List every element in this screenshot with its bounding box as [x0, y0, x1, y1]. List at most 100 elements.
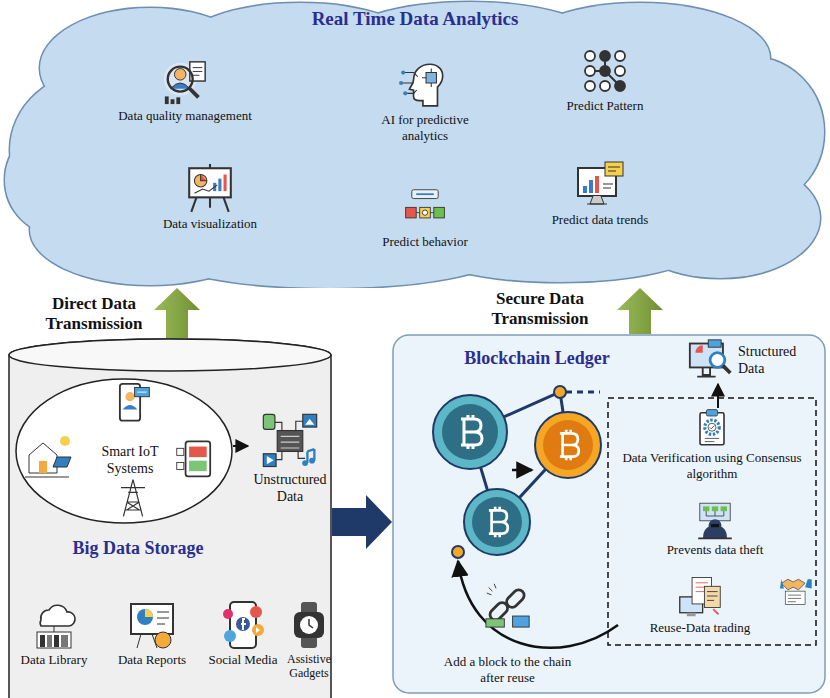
drawing-part — [53, 457, 71, 467]
drawing-part — [256, 627, 260, 633]
drawing-part — [452, 546, 464, 558]
drawing-part — [706, 410, 717, 416]
drawing-part — [40, 635, 45, 647]
drawing-part — [186, 441, 211, 476]
drawing-part — [40, 605, 75, 626]
drawing-part — [267, 456, 274, 464]
drawing-part — [605, 162, 623, 176]
drawing-part — [165, 96, 169, 104]
drawing-part — [543, 420, 593, 470]
ledger-step: Data Verification using Consensus algori… — [614, 408, 810, 481]
node-label: AI for predictive analytics — [365, 112, 485, 143]
drawing-part — [193, 68, 203, 76]
drawing-part — [409, 64, 442, 106]
drawing-part — [399, 81, 403, 85]
struct-icon — [688, 338, 734, 384]
drawing-part — [137, 392, 146, 393]
analytics-item: Data visualization — [135, 162, 285, 232]
drawing-part — [504, 588, 526, 610]
drawing-part — [788, 595, 801, 602]
drawing-part — [307, 449, 314, 463]
dashed-group-box — [608, 398, 816, 645]
node-label: Social Media — [209, 652, 278, 668]
node-label: Prevents data theft — [667, 542, 764, 558]
rep-icon — [127, 600, 177, 650]
node-label: Reuse-Data trading — [650, 620, 751, 636]
drawing-part — [589, 180, 593, 193]
drawing-part — [583, 186, 587, 193]
cloud-region: Real Time Data AnalyticsData quality man… — [0, 0, 830, 288]
node-label: Predict behavior — [382, 234, 468, 250]
drawing-part — [705, 420, 719, 434]
server-icon — [261, 412, 319, 470]
node-label: Add a block to the chain after reuse — [435, 654, 580, 685]
house-icon — [23, 433, 73, 483]
ledger-step: Reuse-Data trading — [625, 574, 775, 636]
drawing-part — [566, 391, 600, 394]
drawing-part — [302, 460, 308, 466]
drawing-part — [250, 606, 262, 618]
drawing-part — [687, 613, 696, 617]
drawing-part — [294, 612, 324, 638]
drawing-part — [125, 392, 134, 401]
drawing-part — [263, 414, 275, 429]
drawing-part — [603, 184, 613, 188]
drawing-part — [434, 207, 445, 218]
data-source-item: Data Reports — [104, 600, 200, 668]
ledger-step: Prevents data theft — [640, 500, 790, 558]
arrow-line — [233, 445, 248, 447]
analytics-item: Predict behavior — [360, 188, 490, 250]
drawing-part — [171, 99, 175, 104]
drawing-part — [697, 367, 715, 376]
drawing-part — [472, 497, 522, 547]
drawing-part — [189, 88, 199, 98]
drawing-part — [177, 462, 184, 469]
drawing-part — [461, 415, 482, 449]
drawing-part — [585, 81, 595, 91]
drawing-part — [263, 454, 276, 467]
drawing-part — [712, 506, 718, 511]
drawing-part — [145, 609, 153, 617]
drawing-part — [512, 616, 529, 627]
drawing-part — [705, 438, 719, 441]
drawing-part — [401, 73, 418, 94]
drawing-part — [535, 412, 601, 478]
ledger-step: Add a block to the chain after reuse — [435, 582, 580, 685]
blockchain-panel: Blockchain LedgerStructured DataData Ver… — [392, 334, 826, 694]
drawing-part — [54, 626, 55, 632]
drawing-part — [420, 207, 431, 218]
drawing-part — [805, 579, 812, 588]
arrow-line — [717, 384, 719, 408]
panel-outline — [392, 334, 826, 694]
drawing-part — [595, 176, 599, 193]
block-arrow — [332, 495, 392, 549]
drawing-part — [695, 345, 702, 352]
data-source-item: Data Library — [8, 600, 100, 668]
drawing-part — [39, 461, 47, 473]
drawing-part — [275, 421, 305, 459]
ai-icon — [399, 58, 451, 110]
drawing-part — [698, 538, 732, 540]
region-title: Big Data Storage — [38, 538, 238, 560]
drawing-part — [16, 379, 232, 523]
drawing-part — [416, 193, 434, 195]
drawing-part — [587, 196, 607, 204]
drawing-part — [201, 174, 207, 180]
drawing-part — [224, 630, 236, 642]
watch-icon — [284, 600, 334, 650]
drawing-part — [708, 423, 716, 431]
drawing-part — [60, 436, 70, 446]
drawing-part — [422, 210, 427, 215]
drawing-part — [711, 524, 719, 527]
quality-icon — [161, 58, 209, 106]
drawing-part — [5, 125, 115, 235]
drawing-part — [401, 70, 405, 74]
drawing-part — [406, 207, 417, 218]
drawing-part — [189, 461, 207, 472]
drawing-part — [191, 164, 228, 212]
node-label: Data Verification using Consensus algori… — [614, 450, 810, 481]
drawing-part — [218, 179, 221, 191]
drawing-part — [137, 609, 153, 625]
drawing-part — [135, 388, 150, 397]
drawing-part — [426, 73, 436, 83]
